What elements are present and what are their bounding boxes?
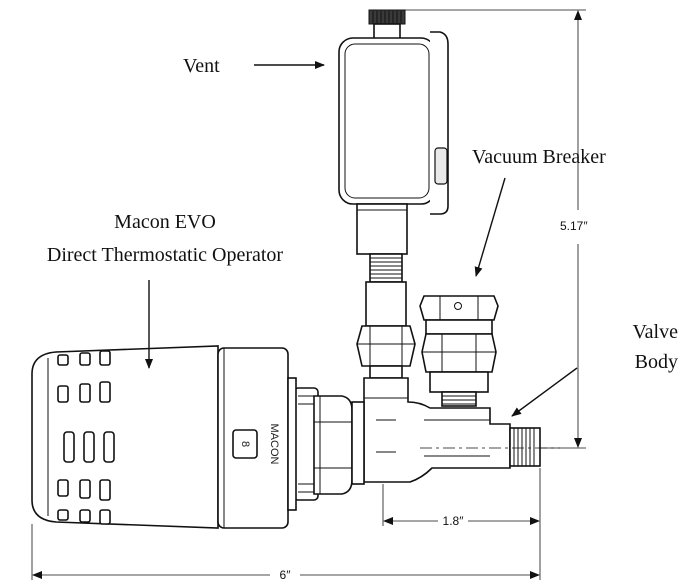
valve-body-arrow xyxy=(511,367,578,417)
valve-body xyxy=(363,377,560,483)
label-valve-line1: Valve xyxy=(632,321,678,343)
coupling-nut xyxy=(293,387,365,501)
operator-setting-marking: 8 xyxy=(239,441,251,447)
riser-union xyxy=(356,281,416,379)
vent xyxy=(338,9,449,283)
vacuum-breaker xyxy=(419,295,499,407)
label-operator-line2: Direct Thermostatic Operator xyxy=(47,244,284,266)
dimension-overall-value: 6″ xyxy=(280,568,292,582)
dimension-outlet xyxy=(382,468,541,526)
setting-window xyxy=(232,429,258,459)
label-valve-line2: Body xyxy=(635,351,678,373)
dimension-height-value: 5.17″ xyxy=(560,219,588,233)
vacuum-breaker-arrow xyxy=(474,177,506,277)
label-vent: Vent xyxy=(183,55,220,77)
operator-brand-marking: MACON xyxy=(268,424,280,465)
thermostatic-operator xyxy=(31,345,297,529)
dimension-overall xyxy=(31,524,541,580)
dimension-height xyxy=(405,9,586,449)
label-vacuum-breaker: Vacuum Breaker xyxy=(472,146,606,168)
dimension-outlet-value: 1.8″ xyxy=(443,514,465,528)
label-operator-line1: Macon EVO xyxy=(114,211,216,233)
